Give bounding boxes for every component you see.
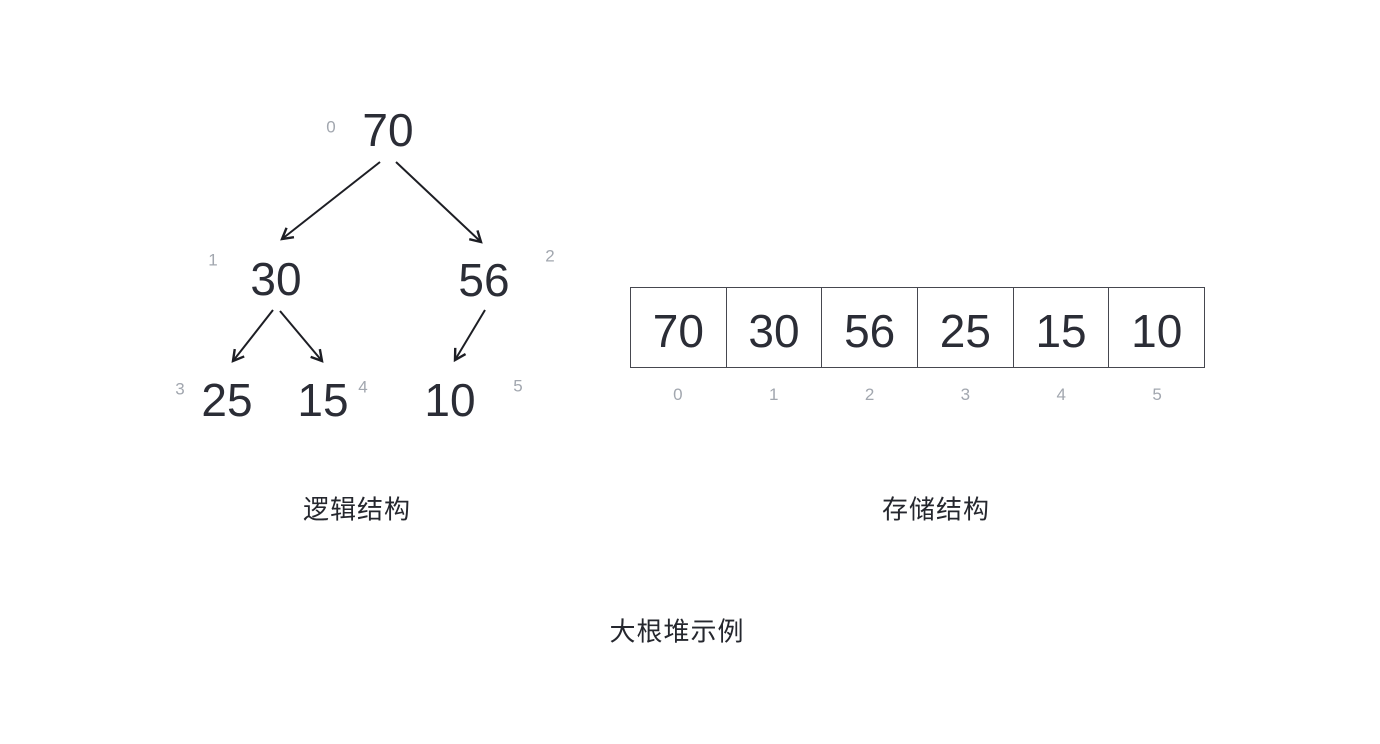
array-index-0: 0 <box>673 385 683 404</box>
array-cell-3: 25 <box>917 288 1013 367</box>
tree-node-1: 30 <box>250 253 302 305</box>
array-index-5: 5 <box>1152 385 1162 404</box>
array-index-1: 1 <box>769 385 779 404</box>
storage-array-indices: 0 1 2 3 4 5 <box>630 386 1205 403</box>
tree-node-index-2: 2 <box>545 246 555 266</box>
array-index-3: 3 <box>960 385 971 404</box>
tree-edge-30-25 <box>231 309 274 363</box>
storage-array: 70 30 56 25 15 10 <box>630 287 1205 368</box>
tree-node-index-0: 0 <box>326 117 336 137</box>
tree-node-0: 70 <box>362 104 414 156</box>
tree-edge-70-56 <box>395 161 483 244</box>
array-cell-0: 70 <box>652 304 704 357</box>
tree-edge-56-10 <box>453 309 486 363</box>
tree-node-index-5: 5 <box>513 376 523 396</box>
tree-node-index-4: 4 <box>358 377 368 397</box>
tree-edge-30-15 <box>279 310 324 363</box>
tree-node-index-1: 1 <box>208 250 218 270</box>
tree-node-2: 56 <box>458 254 510 306</box>
array-cell-2: 56 <box>821 288 917 367</box>
diagram-caption: 大根堆示例 <box>609 616 745 647</box>
tree-section-label: 逻辑结构 <box>302 494 412 525</box>
tree-node-index-3: 3 <box>175 379 185 399</box>
tree-edge-70-30 <box>280 161 381 241</box>
array-index-2: 2 <box>864 385 875 404</box>
tree-node-5: 10 <box>424 374 476 426</box>
array-cell-5: 10 <box>1108 288 1204 367</box>
tree-node-4: 15 <box>297 374 349 426</box>
tree-node-3: 25 <box>201 374 253 426</box>
array-section-label: 存储结构 <box>881 494 991 525</box>
array-cell-1: 30 <box>725 288 822 367</box>
array-cell-4: 15 <box>1012 288 1109 367</box>
array-index-4: 4 <box>1056 385 1066 404</box>
